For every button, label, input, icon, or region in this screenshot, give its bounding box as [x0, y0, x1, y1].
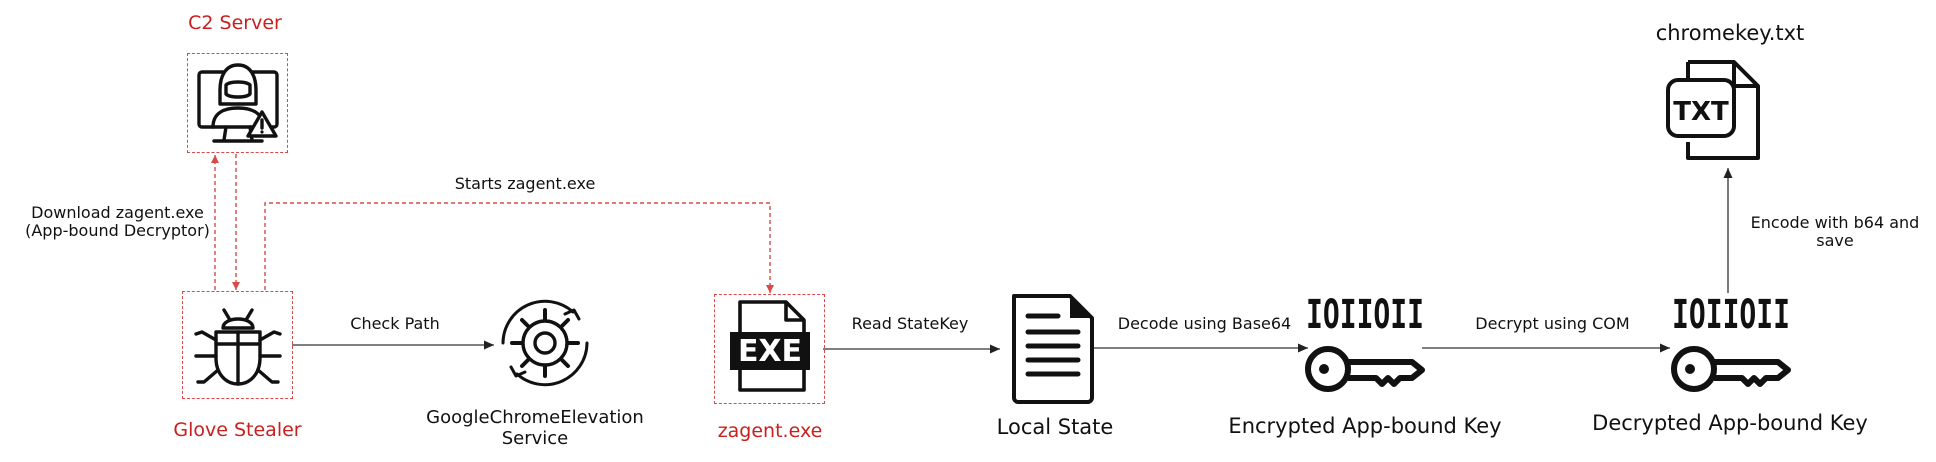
binary-key-icon: IOIIOII	[1300, 292, 1430, 402]
binary-digits: IOIIOII	[1306, 292, 1424, 338]
edge-starts-zagent	[264, 202, 774, 293]
exe-icon-text: EXE	[738, 334, 802, 369]
binary-text-graphic: IOIIOII	[1306, 292, 1424, 338]
exe-file-icon: EXE	[730, 300, 810, 392]
binary-text-graphic: IOIIOII	[1672, 292, 1790, 338]
key-graphic	[1305, 346, 1425, 392]
edge-starts-label: Starts zagent.exe	[454, 174, 596, 193]
edge-download-label: Download zagent.exe (App-bound Decryptor…	[25, 203, 210, 241]
c2-server-label: C2 Server	[188, 12, 282, 34]
encrypted-key-label: Encrypted App-bound Key	[1228, 414, 1502, 438]
glove-stealer-label: Glove Stealer	[173, 419, 302, 441]
output-file-label: chromekey.txt	[1655, 21, 1805, 45]
document-icon	[1012, 294, 1094, 404]
zagent-node	[714, 294, 825, 404]
local-state-label: Local State	[996, 415, 1114, 439]
c2-server-node	[187, 53, 288, 153]
edge-encode-label: Encode with b64 and save	[1750, 213, 1920, 251]
edge-read-statekey-label: Read StateKey	[851, 314, 969, 333]
zagent-label: zagent.exe	[717, 420, 823, 442]
glove-stealer-node	[182, 291, 293, 399]
txt-file-icon: TXT	[1666, 60, 1760, 160]
decrypted-key-label: Decrypted App-bound Key	[1592, 411, 1868, 435]
key-graphic	[1671, 346, 1791, 392]
elevation-service-label: GoogleChromeElevation Service	[426, 407, 644, 449]
edge-decode-label: Decode using Base64	[1117, 314, 1292, 333]
edge-check-path-label: Check Path	[350, 314, 440, 333]
edge-decrypt-label: Decrypt using COM	[1475, 314, 1630, 333]
gear-service-icon	[501, 299, 589, 387]
binary-key-icon: IOIIOII	[1666, 292, 1796, 402]
hacker-monitor-icon	[197, 63, 279, 143]
bug-icon	[194, 308, 282, 386]
txt-icon-text: TXT	[1673, 97, 1729, 127]
binary-digits: IOIIOII	[1672, 292, 1790, 338]
